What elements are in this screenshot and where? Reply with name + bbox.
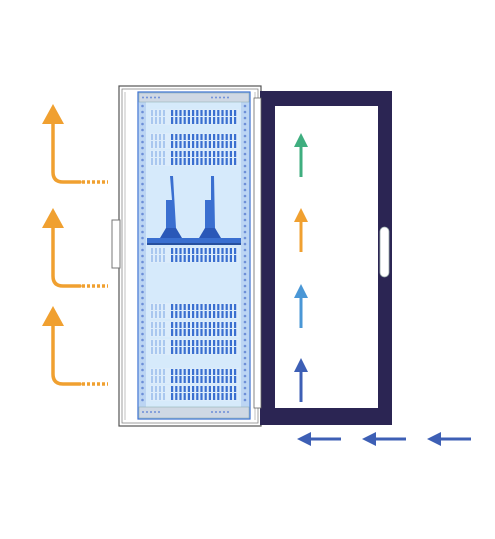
server-unit xyxy=(150,116,239,125)
intake-arrow-1 xyxy=(297,432,341,446)
server-unit xyxy=(150,157,239,166)
rack-shelf xyxy=(147,176,241,245)
server-unit xyxy=(150,375,239,384)
server-unit xyxy=(150,133,239,142)
intake-arrow-2 xyxy=(362,432,406,446)
shelf-plate xyxy=(147,238,241,243)
cabinet-side-latch xyxy=(111,219,121,269)
exhaust-arrow-bottom xyxy=(42,306,108,386)
server-unit xyxy=(150,310,239,319)
intake-arrow-3 xyxy=(427,432,471,446)
monitor-right xyxy=(205,176,215,228)
shelf-bar xyxy=(147,243,241,245)
door-arrow-darkblue xyxy=(294,358,308,402)
server-unit xyxy=(150,321,239,330)
door-arrow-green xyxy=(294,133,308,177)
server-unit xyxy=(150,385,239,394)
exhaust-arrows xyxy=(42,104,108,386)
rack-plate-screws xyxy=(142,96,229,413)
server-unit xyxy=(150,339,239,348)
rack-door xyxy=(253,91,392,425)
door-arrow-orange xyxy=(294,208,308,252)
rack-top-plate xyxy=(138,92,250,103)
exhaust-arrow-middle xyxy=(42,208,108,288)
intake-arrows xyxy=(297,432,471,446)
server-unit xyxy=(150,303,239,312)
server-unit xyxy=(150,109,239,118)
door-handle xyxy=(379,226,390,278)
door-arrow-lightblue xyxy=(294,284,308,328)
server-unit xyxy=(150,140,239,149)
rack-cabinet xyxy=(111,85,262,427)
server-unit xyxy=(150,368,239,377)
door-airflow-arrows xyxy=(294,133,308,402)
server-unit xyxy=(150,150,239,159)
server-unit xyxy=(150,392,239,401)
server-unit xyxy=(150,247,239,256)
monitor-right-stand xyxy=(199,228,221,238)
server-unit xyxy=(150,346,239,355)
door-hinge-strip xyxy=(253,97,262,409)
server-units xyxy=(150,109,239,401)
server-unit xyxy=(150,328,239,337)
exhaust-arrow-top xyxy=(42,104,108,184)
monitor-left-stand xyxy=(160,228,182,238)
door-glass xyxy=(275,106,378,408)
rack-post-holes xyxy=(141,104,247,402)
monitor-left xyxy=(166,176,176,228)
server-unit xyxy=(150,254,239,263)
rack-bottom-plate xyxy=(138,406,250,419)
